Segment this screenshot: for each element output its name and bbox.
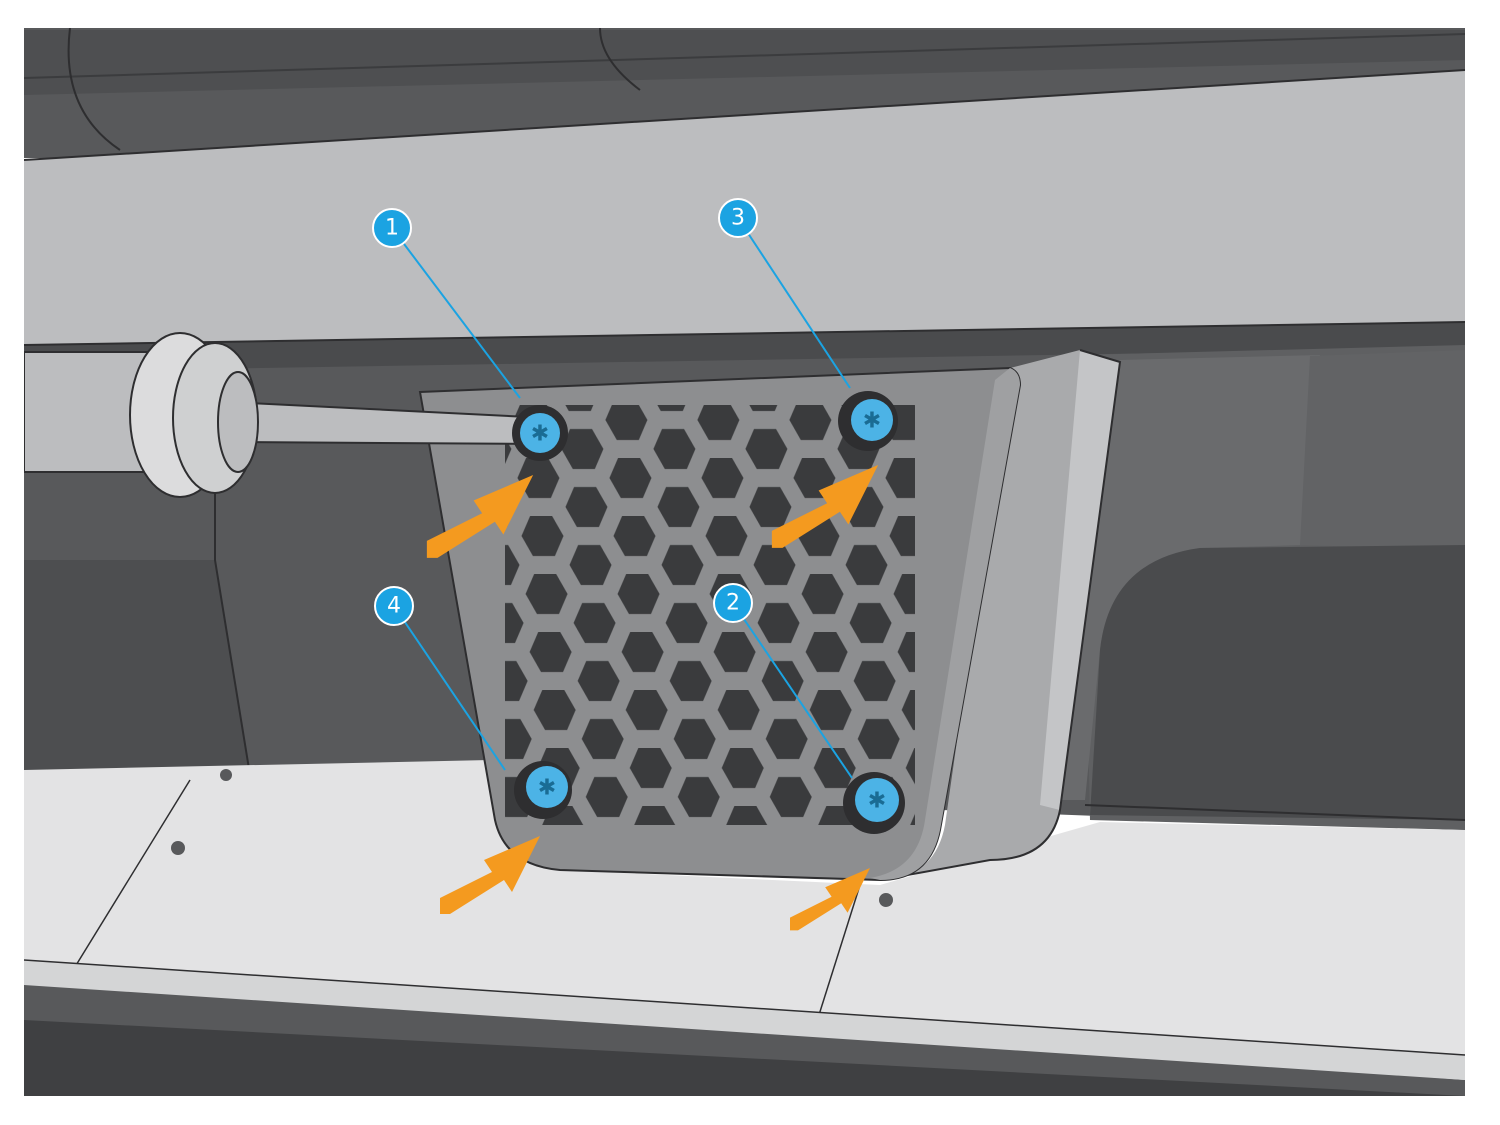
- grille-holes: [505, 405, 915, 825]
- side-opening: [1090, 545, 1465, 820]
- torx-screwdriver-icon: [24, 332, 549, 498]
- callout-1-label: 1: [385, 216, 399, 241]
- callout-3: 3: [718, 198, 758, 238]
- torx-screw-4[interactable]: ✱: [514, 761, 572, 819]
- torx-screw-3[interactable]: ✱: [838, 391, 898, 451]
- callout-4: 4: [374, 586, 414, 626]
- callout-1: 1: [372, 208, 412, 248]
- torx-screw-2[interactable]: ✱: [843, 772, 905, 834]
- torx-screw-1[interactable]: ✱: [512, 405, 568, 461]
- base-screw-left: [171, 841, 185, 855]
- svg-text:✱: ✱: [868, 789, 886, 814]
- callout-2: 2: [713, 583, 753, 623]
- base-screw-right: [879, 893, 893, 907]
- svg-text:✱: ✱: [863, 409, 881, 434]
- svg-text:✱: ✱: [531, 422, 549, 447]
- callout-3-label: 3: [731, 206, 745, 231]
- machine-body: ✱ ✱ ✱ ✱ 1: [24, 28, 1465, 1096]
- callout-2-label: 2: [726, 591, 740, 616]
- callout-4-label: 4: [387, 594, 401, 619]
- svg-text:✱: ✱: [538, 776, 556, 801]
